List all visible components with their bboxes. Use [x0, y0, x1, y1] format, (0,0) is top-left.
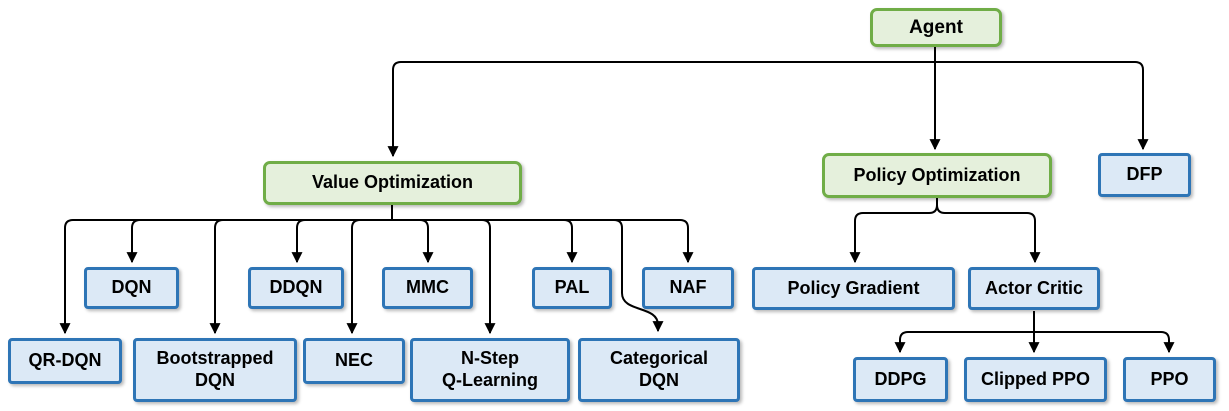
edge-po-actor-critic [936, 198, 1041, 264]
edge-po-policy-gradient [849, 198, 938, 264]
edge-vo-categorical-dqn [613, 219, 664, 333]
node-nec: NEC [303, 338, 405, 384]
node-dqn: DQN [84, 267, 179, 309]
node-ppo: PPO [1123, 357, 1216, 402]
node-naf: NAF [642, 267, 734, 309]
edge-vo-ddqn [291, 219, 306, 264]
edge-vo-nec [346, 219, 361, 335]
edge-vo-qr-dqn [59, 219, 392, 335]
edge-ac-ddpg [894, 331, 1034, 354]
node-value-optimization: Value Optimization [263, 161, 522, 205]
node-agent: Agent [870, 8, 1002, 47]
node-pal: PAL [532, 267, 612, 309]
edge-agent-dfp [935, 61, 1149, 151]
node-mmc: MMC [382, 267, 473, 309]
node-actor-critic: Actor Critic [968, 267, 1100, 310]
node-categorical-dqn: Categorical DQN [578, 338, 740, 402]
edge-vo-bootstrapped-dqn [209, 219, 224, 335]
node-bootstrapped-dqn: Bootstrapped DQN [133, 338, 297, 402]
node-qr-dqn: QR-DQN [8, 338, 122, 384]
edge-agent-value-optimization [387, 61, 935, 158]
node-ddpg: DDPG [853, 357, 948, 402]
edge-vo-naf [392, 219, 694, 264]
node-policy-optimization: Policy Optimization [822, 153, 1052, 198]
edge-vo-mmc [419, 219, 434, 264]
node-ddqn: DDQN [248, 267, 344, 309]
node-n-step-q-learning: N-Step Q-Learning [410, 338, 570, 402]
edge-vo-pal [563, 219, 578, 264]
node-policy-gradient: Policy Gradient [752, 267, 955, 310]
edge-vo-dqn [126, 219, 141, 264]
edge-vo-n-step [481, 219, 496, 335]
node-clipped-ppo: Clipped PPO [964, 357, 1107, 402]
node-dfp: DFP [1098, 153, 1191, 197]
edge-ac-ppo [1034, 331, 1175, 354]
